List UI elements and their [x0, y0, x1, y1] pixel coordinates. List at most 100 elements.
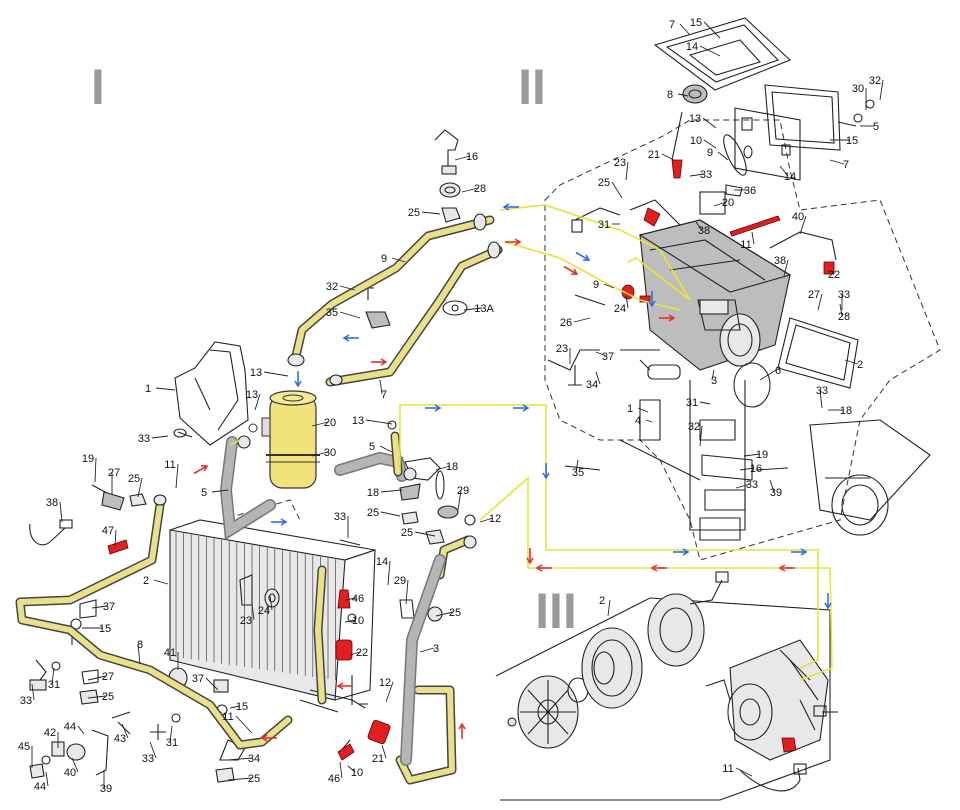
callout-label: 41: [164, 647, 176, 659]
callout-label: 31: [166, 737, 178, 749]
callout-leader: [735, 767, 753, 777]
callout-leader: [387, 560, 391, 586]
callout-label: 32: [688, 421, 700, 433]
section-marker-i: I: [91, 59, 105, 115]
callout-leader: [829, 159, 845, 165]
callout-label: 22: [828, 269, 840, 281]
callout-label: 24: [258, 605, 270, 617]
seal-ring: [723, 134, 753, 176]
callout-leader: [457, 489, 462, 511]
callout-label: 40: [64, 767, 76, 779]
red-flow-arrow: [650, 564, 667, 572]
red-flow-arrow: [526, 548, 534, 565]
callout-label: 31: [598, 219, 610, 231]
callout-leader: [735, 483, 751, 489]
callout-label: 23: [240, 615, 252, 627]
callout-label: 44: [34, 781, 46, 793]
sensor-11-ii: [729, 215, 781, 237]
callout-label: 28: [838, 311, 850, 323]
callout-leader: [783, 259, 789, 277]
callout-leader: [385, 681, 394, 703]
callout-leader: [51, 667, 55, 685]
callout-label: 5: [369, 441, 375, 453]
callout-leader: [379, 379, 383, 395]
callout-leader: [419, 647, 435, 653]
callout-label: 37: [103, 601, 115, 613]
callout-label: 46: [352, 593, 364, 605]
switch-47: [107, 539, 129, 555]
callout-leader: [611, 181, 623, 199]
callout-leader: [607, 599, 611, 617]
callout-leader: [421, 211, 441, 215]
evaporator-housing-group: [544, 17, 941, 561]
callout-label: 47: [102, 525, 114, 537]
callout-label: 8: [667, 89, 673, 101]
callout-label: 25: [598, 177, 610, 189]
callout-label: 34: [586, 379, 598, 391]
callout-label: 37: [602, 351, 614, 363]
callout-label: 3: [711, 375, 717, 387]
callout-leader: [769, 479, 775, 493]
callout-label: 1: [627, 403, 633, 415]
side-plate: [734, 84, 841, 181]
callout-leader: [339, 761, 343, 779]
callout-leader: [595, 351, 607, 357]
blower-disc: [733, 362, 771, 408]
callout-label: 7: [381, 389, 387, 401]
callout-label: 12: [489, 513, 501, 525]
callout-label: 14: [686, 41, 698, 53]
callout-label: 35: [572, 467, 584, 479]
blue-flow-arrow: [542, 463, 550, 480]
callout-leader: [699, 45, 721, 57]
callout-label: 33: [334, 511, 346, 523]
callout-label: 2: [599, 595, 605, 607]
callout-leader: [713, 201, 727, 207]
red-flow-arrow: [659, 314, 676, 322]
switch-21-ii: [671, 159, 683, 179]
callout-leader: [169, 725, 173, 743]
callout-leader: [153, 579, 169, 585]
callout-leader: [205, 677, 219, 691]
callout-label: 44: [64, 721, 76, 733]
callout-label: 37: [192, 673, 204, 685]
callout-label: 5: [873, 121, 879, 133]
callout-label: 5: [201, 487, 207, 499]
callout-leader: [151, 435, 169, 439]
callout-leader: [679, 23, 691, 36]
callout-label: 18: [367, 487, 379, 499]
callout-label: 40: [792, 211, 804, 223]
callout-leader: [844, 359, 859, 365]
callout-label: 38: [46, 497, 58, 509]
callout-label: 27: [102, 671, 114, 683]
callout-leader: [269, 595, 273, 611]
callout-label: 10: [351, 767, 363, 779]
clutch-plate: [517, 675, 579, 749]
callout-leader: [743, 453, 761, 457]
callout-label: 10: [690, 135, 702, 147]
callout-label: 33: [838, 289, 850, 301]
callout-leader: [137, 477, 143, 498]
callout-leader: [59, 501, 63, 523]
compressor-group: [495, 571, 838, 801]
callout-label: 46: [328, 773, 340, 785]
callout-label: 15: [690, 17, 702, 29]
callout-leader: [739, 467, 755, 471]
callout-leader: [94, 457, 97, 483]
switch-21-i: [367, 719, 391, 745]
callout-label: 42: [44, 727, 56, 739]
callout-leader: [637, 407, 649, 413]
callout-leader: [463, 307, 483, 311]
callout-label: 38: [698, 225, 710, 237]
callout-label: 25: [401, 527, 413, 539]
receiver-drier-20: [248, 390, 320, 489]
red-flow-arrow: [193, 465, 209, 475]
callout-leader: [254, 393, 261, 411]
callout-leader: [819, 389, 823, 409]
callout-label: 30: [324, 447, 336, 459]
callout-label: 13: [250, 367, 262, 379]
callout-label: 16: [466, 151, 478, 163]
callout-label: 31: [686, 397, 698, 409]
callout-leader: [677, 93, 689, 97]
callout-leader: [155, 387, 176, 391]
callout-leader: [381, 744, 387, 759]
